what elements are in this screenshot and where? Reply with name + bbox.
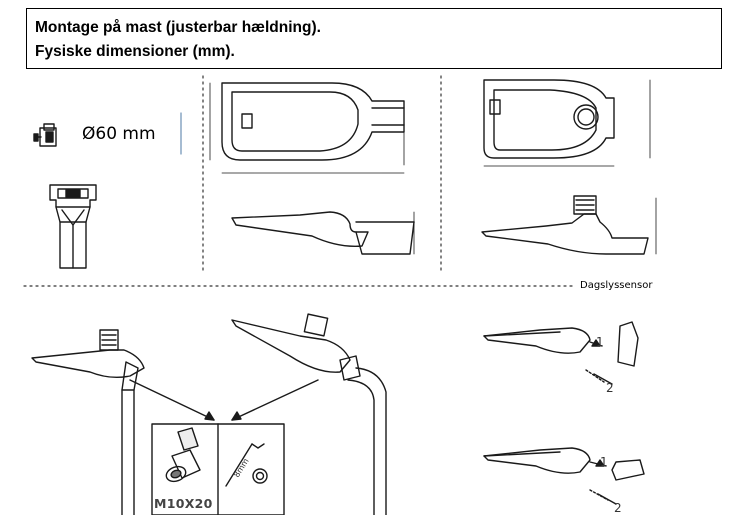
bracket-front-view — [49, 184, 97, 269]
hex-key-icon — [225, 443, 265, 487]
step-1-label-b: 1 — [600, 455, 608, 469]
luminaire-top-view — [209, 82, 405, 174]
header-title: Montage på mast (justerbar hældning). — [35, 19, 321, 36]
sensor-install-step-b — [483, 447, 645, 505]
detail-arrows — [129, 379, 319, 421]
bolt-icon — [165, 427, 201, 483]
bolt-size-label: M10X20 — [154, 496, 213, 511]
mount-clamp-icon — [33, 123, 57, 147]
header-subtitle: Fysiske dimensioner (mm). — [35, 43, 235, 60]
luminaire-horizontal-mount — [31, 329, 145, 515]
step-2-label-a: 2 — [606, 381, 614, 395]
step-2-label-b: 2 — [614, 501, 622, 515]
diameter-label: Ø60 mm — [82, 124, 156, 144]
header-box: Montage på mast (justerbar hældning). Fy… — [26, 8, 722, 69]
step-1-label-a: 1 — [596, 335, 604, 349]
divider-lines — [23, 75, 573, 287]
daylight-sensor-label: Dagslyssensor — [580, 280, 653, 291]
sensor-install-step-a — [483, 321, 639, 385]
hardware-detail-box — [151, 423, 285, 515]
washer-icon — [252, 468, 268, 484]
luminaire-side-view-sensor — [481, 195, 657, 255]
luminaire-top-view-sensor — [483, 79, 651, 167]
hex-key-size-label: 8mm — [232, 457, 251, 479]
luminaire-side-view — [231, 211, 415, 255]
luminaire-tilted-mount — [231, 313, 387, 515]
